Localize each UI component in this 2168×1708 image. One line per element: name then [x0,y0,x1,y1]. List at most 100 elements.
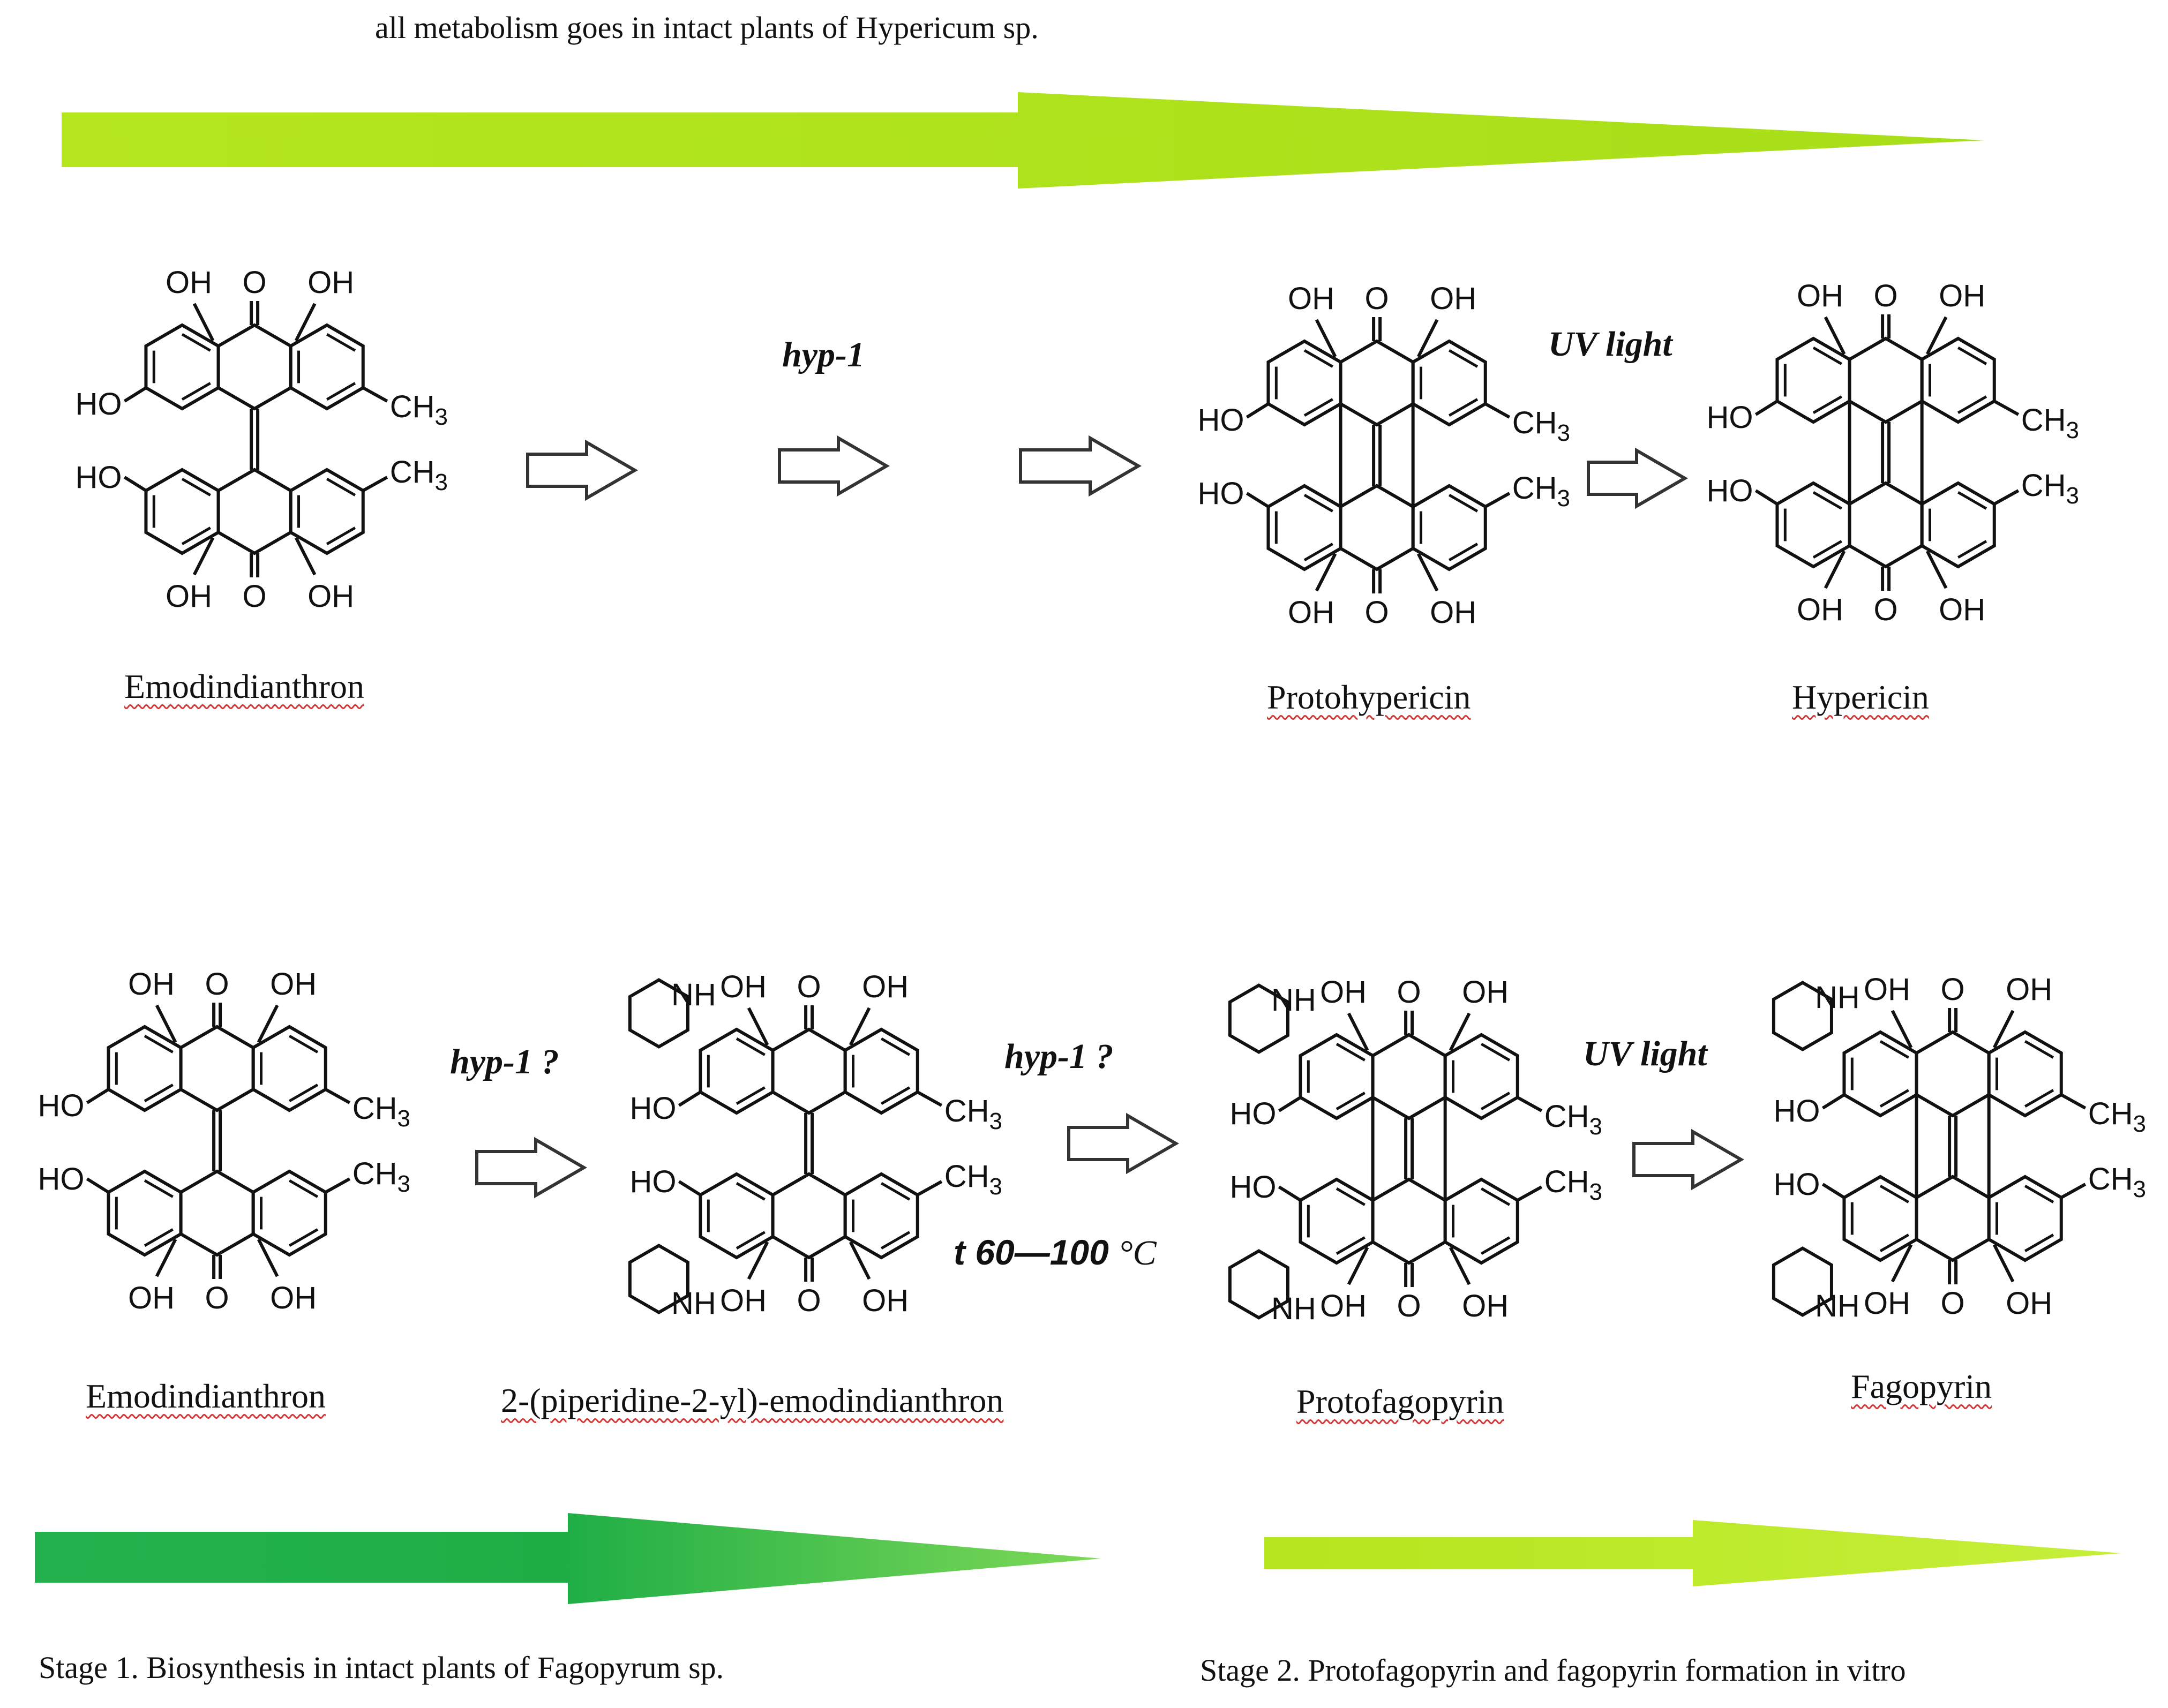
piperidine-ring [628,1244,689,1314]
temperature-unit: °C [1119,1233,1157,1273]
oh-bond [747,1241,769,1280]
ring [843,1027,919,1115]
ring-bond [1336,1236,1366,1255]
hydroxyl-label: OH [1320,1289,1367,1323]
hydroxyl-label: HO [1197,403,1244,438]
compound-name-emodindianthron-bottom: Emodindianthron [86,1377,326,1415]
compound-name-piperidinyl-emodindianthron: 2-(piperidine-2-yl)-emodindianthron [501,1381,1004,1419]
reaction-arrow [1587,447,1688,509]
ring-bond [326,526,356,546]
ring [1848,481,1924,569]
ring [1411,339,1487,427]
ring-bond [736,1037,766,1056]
stage2-caption: Stage 2. Protofagopyrin and fagopyrin fo… [1200,1653,1906,1688]
ring-bond [1812,540,1842,559]
methyl-bond [1484,402,1511,419]
oxygen-label: O [797,969,821,1004]
ring-bond [1448,398,1479,417]
arrow-stage1 [35,1513,1101,1604]
reaction-arrow [1019,435,1142,497]
oh-bond [1315,553,1337,592]
ring [251,1169,327,1257]
oh-bond [1824,550,1846,589]
reaction-arrow [526,439,638,501]
methyl-label: CH3 [1512,471,1570,511]
hydroxyl-label: OH [1288,281,1334,316]
ring [1775,481,1851,569]
ring [216,323,292,411]
ring [1842,1175,1918,1262]
oxygen-label: O [797,1283,821,1318]
ho-bond [1821,1093,1846,1110]
nh-label: NH [1815,1289,1860,1323]
oh-bond [1824,316,1846,355]
ring [1987,1175,2063,1262]
arrow-top [62,92,1985,189]
ring [1266,484,1342,571]
ring-bond [1303,493,1333,513]
ring-bond [736,1182,766,1201]
hydroxyl-label: HO [1229,1096,1276,1131]
hydroxyl-label: HO [1773,1167,1820,1202]
hydroxyl-label: OH [307,265,354,300]
methyl-label: CH3 [352,1156,410,1197]
label-uv-top: UV light [1548,325,1672,364]
oh-bond [257,1004,279,1043]
oh-bond [1992,1010,2015,1049]
ho-bond [1754,489,1779,506]
ring-bond [1879,1089,1909,1108]
ring-bond [1879,1184,1909,1203]
hydroxyl-label: OH [1797,279,1843,313]
ring-bond [736,1086,766,1105]
methyl-bond [362,386,388,403]
hydroxyl-label: OH [2006,972,2052,1007]
ring [1920,336,1996,424]
nh-label: NH [1815,980,1860,1015]
ring-bond [1303,398,1333,417]
oh-bond [155,1004,177,1043]
compound-name-protofagopyrin: Protofagopyrin [1296,1382,1504,1420]
hydroxyl-label: OH [1939,592,1985,627]
ring [699,1027,775,1115]
reaction-arrow [1632,1128,1744,1191]
ho-bond [123,386,147,403]
methyl-bond [325,1177,351,1194]
ring [1443,1033,1519,1120]
reaction-arrow [778,435,890,497]
hydroxyl-label: HO [629,1164,676,1199]
piperidine-ring [1228,1249,1289,1320]
ho-bond [1754,400,1779,416]
piperidine-ring [628,978,689,1049]
ring-bond [880,1037,911,1056]
hydroxyl-label: OH [128,967,175,1002]
hydroxyl-label: OH [1797,592,1843,627]
reaction-arrow [475,1137,587,1199]
ring [699,1172,775,1260]
ho-bond [123,476,147,492]
oh-bond [257,1238,279,1277]
ring-bond [1448,349,1479,368]
ring [1848,336,1924,424]
hydroxyl-label: OH [720,969,767,1004]
oxygen-label: O [1365,595,1389,630]
ring-bond [181,382,211,401]
methyl-label: CH3 [1544,1099,1602,1140]
methyl-bond [917,1090,943,1107]
ring [1299,1033,1375,1120]
oxygen-label: O [1874,592,1898,627]
ring-bond [1480,1236,1511,1255]
oxygen-label: O [1365,281,1389,316]
ring-bond [1448,543,1479,562]
nh-label: NH [671,1286,716,1321]
oh-bond [1925,316,1948,355]
methyl-bond [1517,1096,1543,1112]
reaction-arrow [1067,1112,1179,1175]
hydroxyl-label: OH [862,969,909,1004]
ring [1775,336,1851,424]
ring-bond [1957,491,1987,510]
ho-bond [1246,402,1270,419]
ring [107,1025,183,1112]
